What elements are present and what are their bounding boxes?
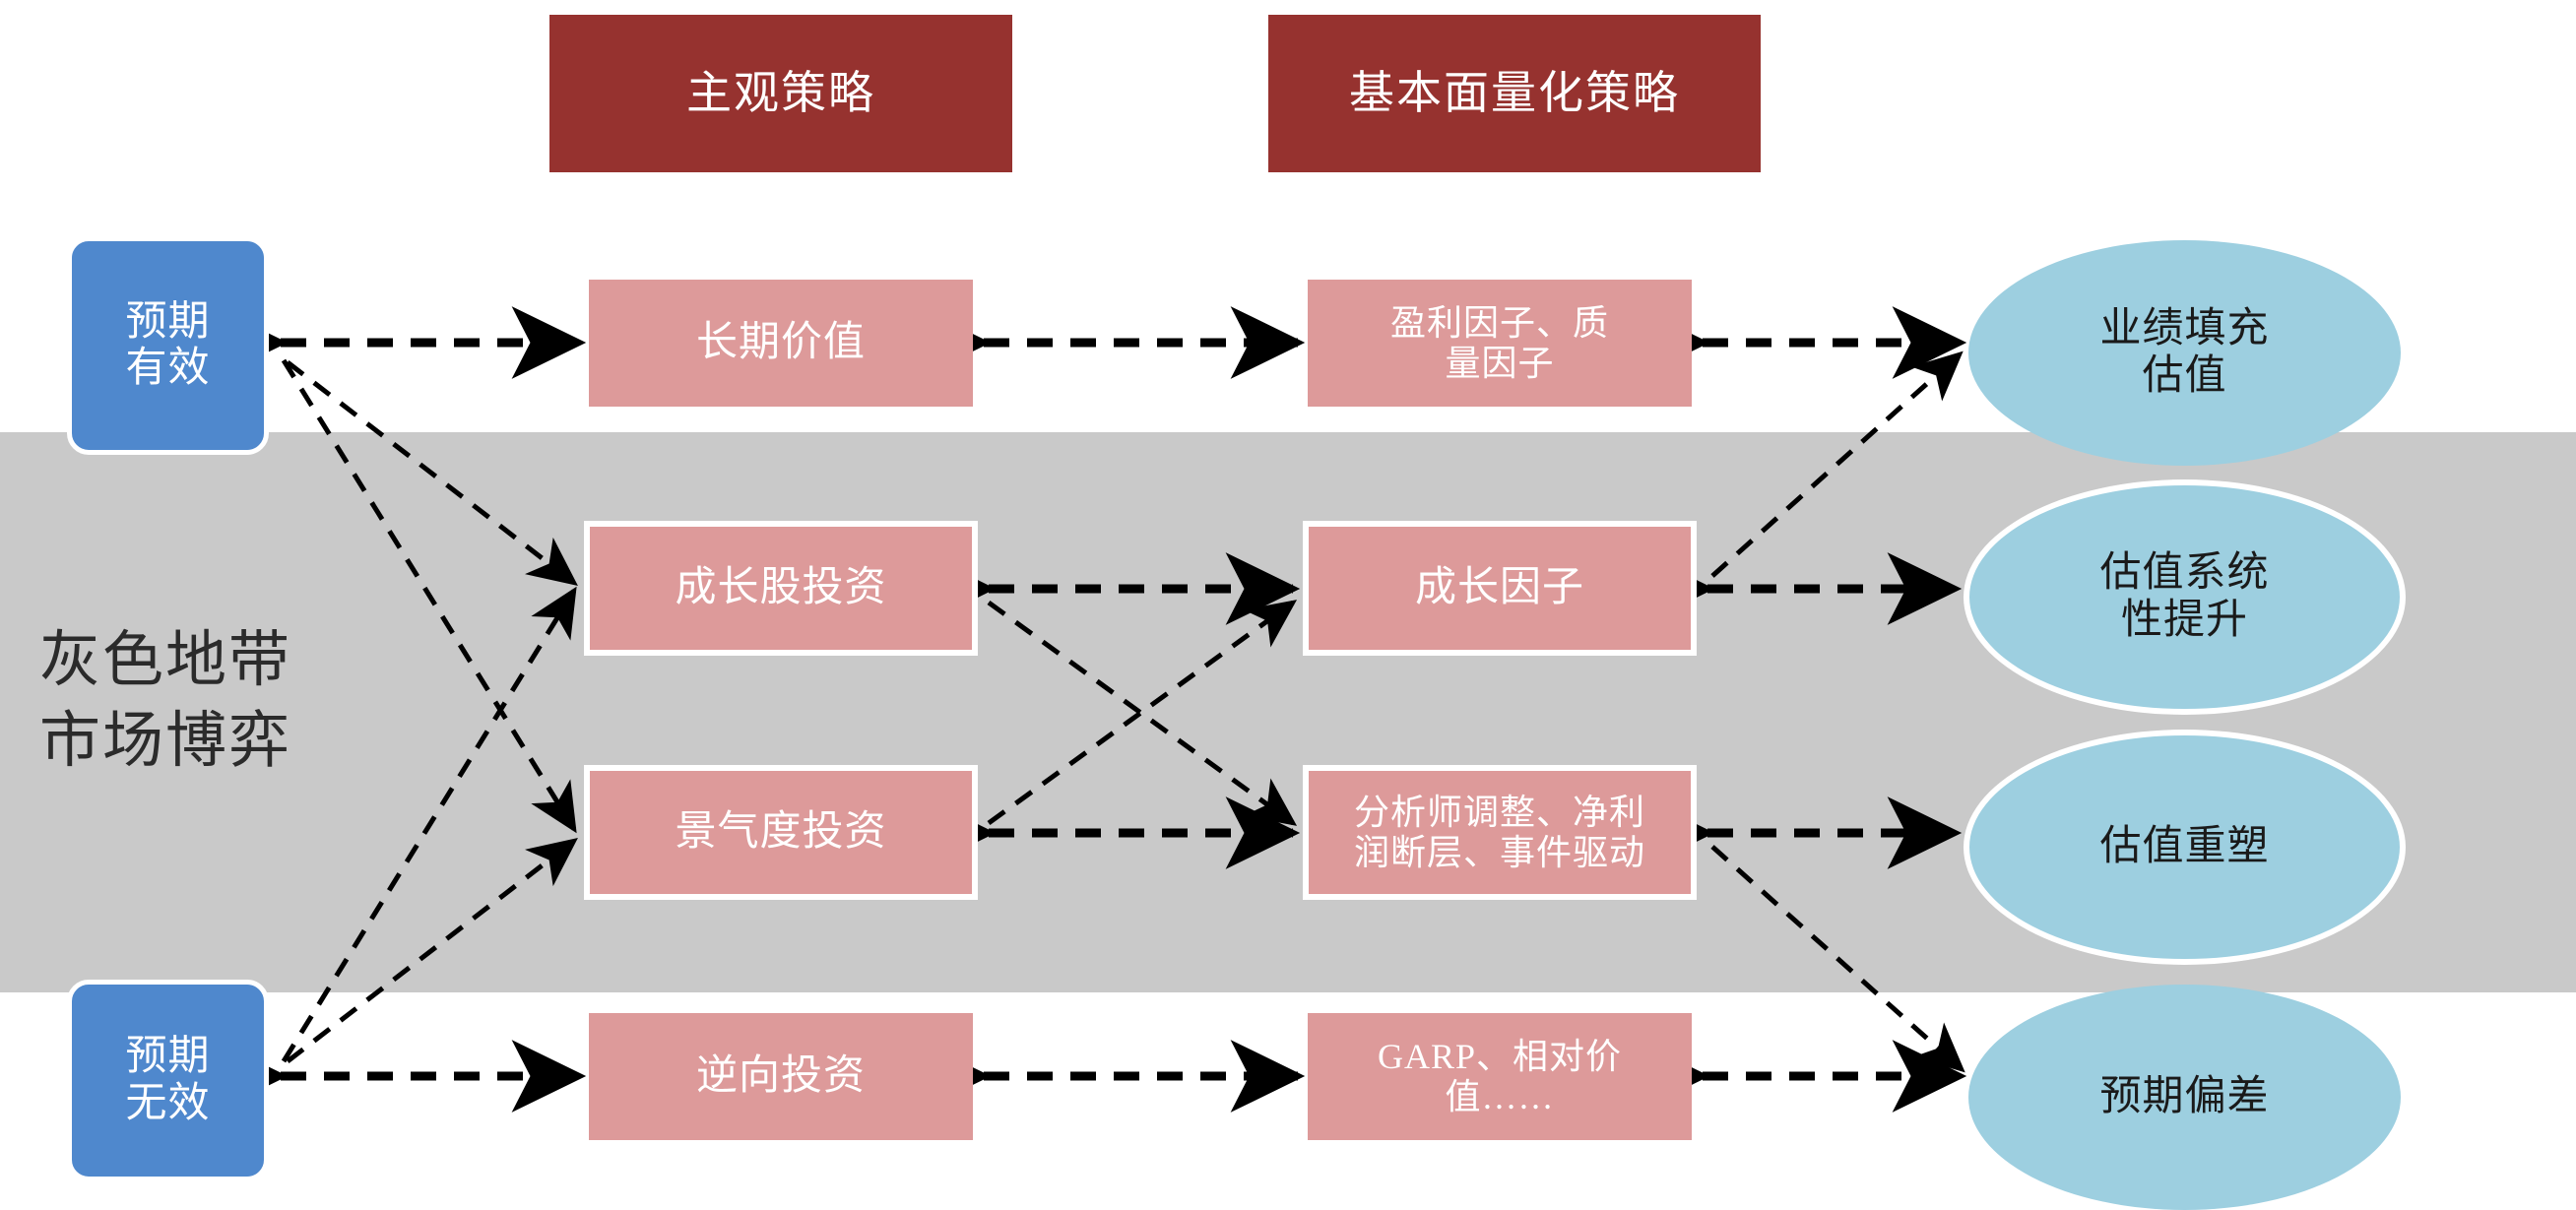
header-subjective-strategy-label: 主观策略 bbox=[686, 68, 875, 119]
box-prosperity-investing-label: 景气度投资 bbox=[675, 808, 887, 855]
diagram-canvas: 主观策略 基本面量化策略 预期 有效 预期 无效 灰色地带 市场博弈 长期价值 … bbox=[0, 15, 2576, 1210]
box-long-term-value-label: 长期价值 bbox=[695, 319, 866, 365]
ellipse-valuation-reshaping-label: 估值重塑 bbox=[2099, 823, 2270, 869]
box-contrarian-investing: 逆向投资 bbox=[589, 1013, 973, 1140]
box-analyst-revision-event-driven: 分析师调整、净利 润断层、事件驱动 bbox=[1303, 765, 1697, 900]
header-fundamental-quant-strategy-label: 基本面量化策略 bbox=[1349, 68, 1680, 119]
box-garp-relative-value-label: GARP、相对价 值…… bbox=[1377, 1037, 1623, 1116]
box-analyst-revision-event-driven-label: 分析师调整、净利 润断层、事件驱动 bbox=[1353, 793, 1645, 872]
ellipse-valuation-reshaping: 估值重塑 bbox=[1964, 730, 2406, 965]
box-growth-factor: 成长因子 bbox=[1303, 521, 1697, 656]
card-expectation-effective-label: 预期 有效 bbox=[125, 298, 211, 391]
box-contrarian-investing-label: 逆向投资 bbox=[695, 1052, 866, 1099]
grey-zone-caption: 灰色地带 市场博弈 bbox=[39, 627, 292, 776]
box-growth-stock-investing: 成长股投资 bbox=[584, 521, 978, 656]
ellipse-earnings-fill-valuation: 业绩填充 估值 bbox=[1968, 240, 2401, 466]
card-expectation-ineffective: 预期 无效 bbox=[67, 980, 269, 1181]
ellipse-valuation-systemic-lift: 估值系统 性提升 bbox=[1964, 479, 2406, 715]
ellipse-earnings-fill-valuation-label: 业绩填充 估值 bbox=[2099, 306, 2270, 399]
box-growth-stock-investing-label: 成长股投资 bbox=[675, 564, 887, 610]
ellipse-valuation-systemic-lift-label: 估值系统 性提升 bbox=[2099, 550, 2270, 643]
ellipse-expectation-deviation-label: 预期偏差 bbox=[2099, 1073, 2270, 1119]
box-profit-quality-factor: 盈利因子、质 量因子 bbox=[1308, 280, 1692, 407]
box-prosperity-investing: 景气度投资 bbox=[584, 765, 978, 900]
card-expectation-effective: 预期 有效 bbox=[67, 236, 269, 455]
box-growth-factor-label: 成长因子 bbox=[1414, 564, 1584, 610]
header-fundamental-quant-strategy: 基本面量化策略 bbox=[1268, 15, 1761, 172]
box-long-term-value: 长期价值 bbox=[589, 280, 973, 407]
box-profit-quality-factor-label: 盈利因子、质 量因子 bbox=[1389, 303, 1609, 383]
header-subjective-strategy: 主观策略 bbox=[549, 15, 1012, 172]
card-expectation-ineffective-label: 预期 无效 bbox=[125, 1034, 211, 1126]
ellipse-expectation-deviation: 预期偏差 bbox=[1968, 985, 2401, 1210]
box-garp-relative-value: GARP、相对价 值…… bbox=[1308, 1013, 1692, 1140]
